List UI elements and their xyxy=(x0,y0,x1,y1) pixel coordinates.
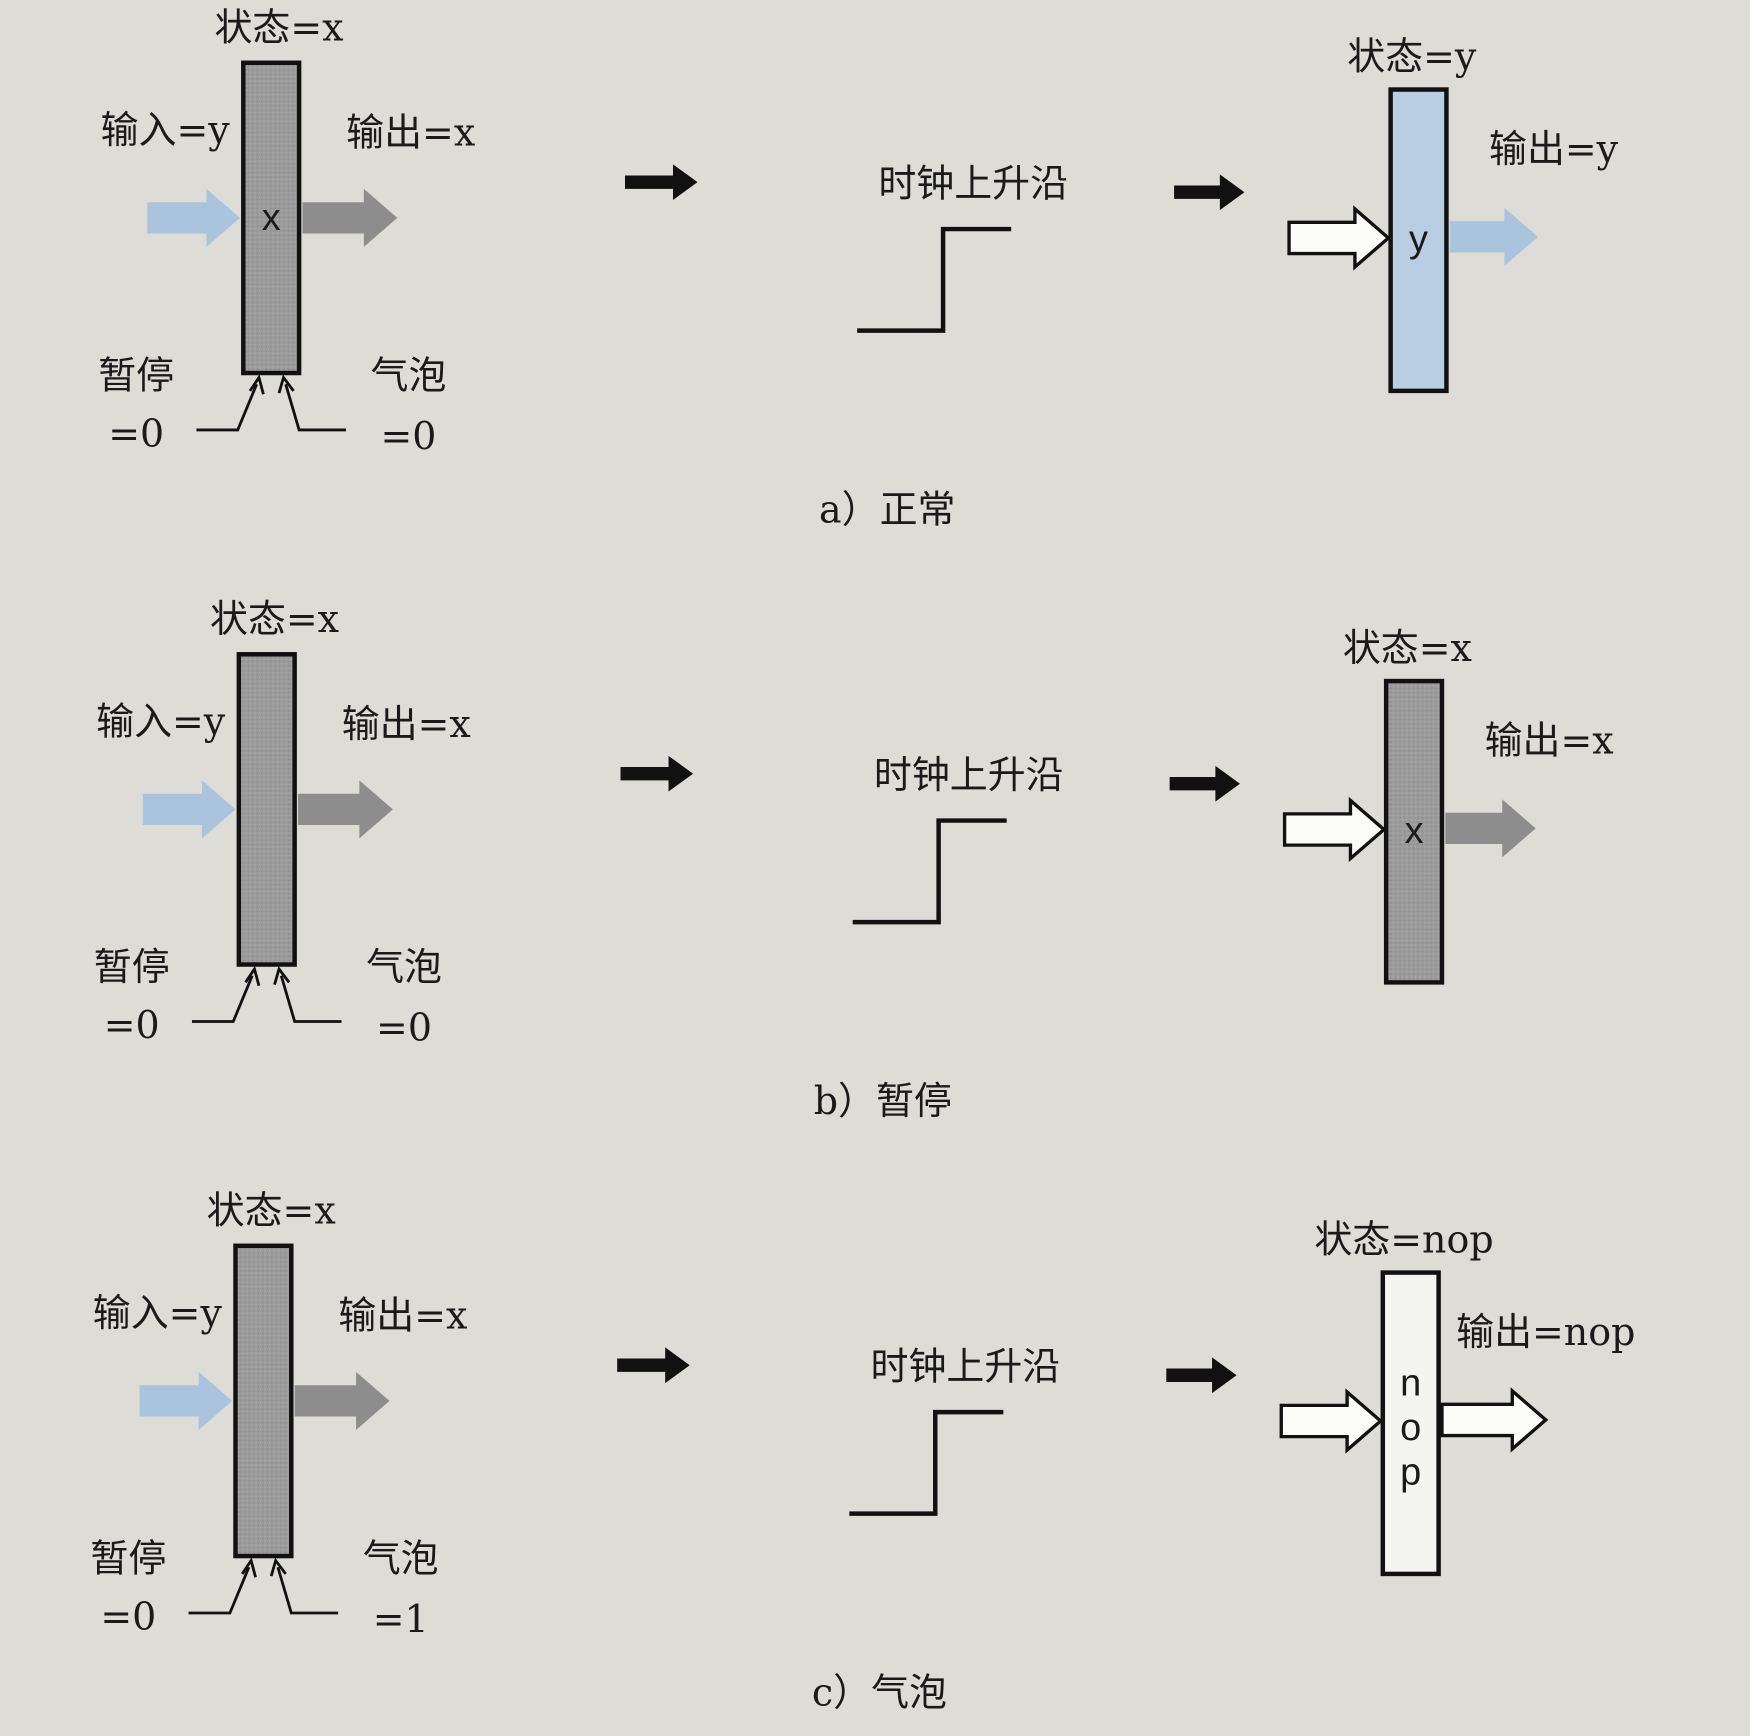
right-register-content: p xyxy=(1400,1452,1421,1494)
left-register-group: 状态=x 输入=y 输出=x 暂停 =0 气泡 =1 xyxy=(90,1188,467,1640)
right-register-group: 状态=nop 输出=nop nop xyxy=(1279,1217,1635,1577)
left-register-content: x xyxy=(262,197,281,239)
right-register xyxy=(1388,87,1449,394)
transition-arrow-icon xyxy=(617,1347,690,1384)
input-arrow-icon xyxy=(142,780,236,839)
left-register-group: 状态=x 输入=y 输出=x x 暂停 =0 气泡 =0 xyxy=(98,5,475,457)
panel-caption: c）气泡 xyxy=(812,1671,947,1715)
right-register-content: y xyxy=(1409,218,1428,260)
panel-stall: 状态=x 输入=y 输出=x 暂停 =0 气泡 =0 时钟上升沿 状态=x 输出=x x b）暂停 xyxy=(94,597,1614,1123)
left-register-group: 状态=x 输入=y 输出=x 暂停 =0 气泡 =0 xyxy=(94,597,471,1049)
left-state-label: 状态=x xyxy=(210,597,339,641)
input-label: 输入=y xyxy=(93,1291,223,1335)
transition-arrow-icon xyxy=(1174,174,1245,211)
output-arrow-icon xyxy=(294,1371,390,1430)
clock-rising-edge xyxy=(857,226,1012,333)
stall-value: =0 xyxy=(104,1003,160,1047)
left-output-label: 输出=x xyxy=(346,110,475,154)
bubble-label: 气泡 xyxy=(366,945,442,989)
input-arrow-icon xyxy=(1287,205,1391,271)
left-state-label: 状态=x xyxy=(214,5,343,49)
stall-signal-line xyxy=(196,383,258,432)
input-arrow-icon xyxy=(139,1371,233,1430)
input-arrow-icon xyxy=(147,188,240,247)
output-arrow-icon xyxy=(1445,799,1536,858)
clock-edge-label: 时钟上升沿 xyxy=(878,162,1068,206)
output-arrow-icon xyxy=(302,188,398,247)
bubble-arrowhead-icon xyxy=(269,1557,287,1577)
left-register xyxy=(233,1243,294,1559)
output-arrow-icon xyxy=(297,780,393,839)
right-output-label: 输出=y xyxy=(1489,127,1619,171)
bubble-value: =0 xyxy=(381,414,437,458)
output-arrow-icon xyxy=(1440,1387,1549,1453)
stall-signal-line xyxy=(188,1566,251,1615)
panel-caption: b）暂停 xyxy=(814,1079,952,1123)
bubble-arrowhead-icon xyxy=(273,965,291,986)
bubble-arrowhead-icon xyxy=(277,374,295,394)
left-register xyxy=(241,60,302,376)
right-state-label: 状态=y xyxy=(1347,34,1477,78)
stall-value: =0 xyxy=(100,1595,156,1639)
right-state-label: 状态=nop xyxy=(1314,1217,1493,1261)
bubble-signal-line xyxy=(276,1566,339,1615)
right-register-content: n xyxy=(1400,1362,1421,1404)
transition-arrow-icon xyxy=(625,164,698,201)
left-state-label: 状态=x xyxy=(207,1188,336,1232)
stall-value: =0 xyxy=(108,412,164,456)
bubble-signal-line xyxy=(284,383,346,432)
input-label: 输入=y xyxy=(96,700,226,744)
input-arrow-icon xyxy=(1279,1388,1384,1454)
clock-edge-label: 时钟上升沿 xyxy=(874,753,1064,797)
transition-arrow-icon xyxy=(1166,1357,1237,1394)
transition-arrow-icon xyxy=(1169,765,1240,802)
input-arrow-icon xyxy=(1282,796,1387,863)
right-state-label: 状态=x xyxy=(1343,626,1472,670)
stall-arrowhead-icon xyxy=(248,374,265,395)
bubble-label: 气泡 xyxy=(371,354,447,398)
stall-arrowhead-icon xyxy=(244,965,261,987)
clock-edge-label: 时钟上升沿 xyxy=(871,1345,1061,1389)
stall-label: 暂停 xyxy=(94,945,170,989)
input-label: 输入=y xyxy=(101,108,231,152)
bubble-signal-line xyxy=(279,975,342,1023)
transition-arrow-icon xyxy=(620,755,694,792)
bubble-value: =1 xyxy=(373,1597,429,1641)
bubble-label: 气泡 xyxy=(363,1537,439,1581)
right-register xyxy=(1380,1270,1441,1577)
right-register-group: 状态=y 输出=y y xyxy=(1287,34,1619,394)
clock-rising-edge xyxy=(849,1409,1004,1516)
right-register-content: o xyxy=(1400,1407,1421,1449)
left-output-label: 输出=x xyxy=(338,1293,467,1337)
stall-signal-line xyxy=(191,975,254,1023)
bubble-value: =0 xyxy=(376,1005,432,1049)
stall-label: 暂停 xyxy=(98,354,174,398)
panel-normal: 状态=x 输入=y 输出=x x 暂停 =0 气泡 =0 时钟上升沿 状态=y 输出=y y a）正常 xyxy=(98,5,1618,531)
left-output-label: 输出=x xyxy=(342,702,471,746)
right-register-group: 状态=x 输出=x x xyxy=(1282,626,1614,985)
stall-arrowhead-icon xyxy=(241,1557,257,1578)
panel-bubble: 状态=x 输入=y 输出=x 暂停 =0 气泡 =1 时钟上升沿 状态=nop 输出=nop nop… xyxy=(90,1188,1635,1714)
panel-caption: a）正常 xyxy=(819,488,955,532)
stall-label: 暂停 xyxy=(90,1537,166,1581)
right-register-content: x xyxy=(1405,810,1424,852)
left-register xyxy=(236,652,297,967)
clock-rising-edge xyxy=(852,818,1007,925)
right-output-label: 输出=x xyxy=(1485,719,1614,763)
output-arrow-icon xyxy=(1449,207,1538,266)
right-register xyxy=(1383,678,1445,985)
right-output-label: 输出=nop xyxy=(1456,1310,1635,1354)
